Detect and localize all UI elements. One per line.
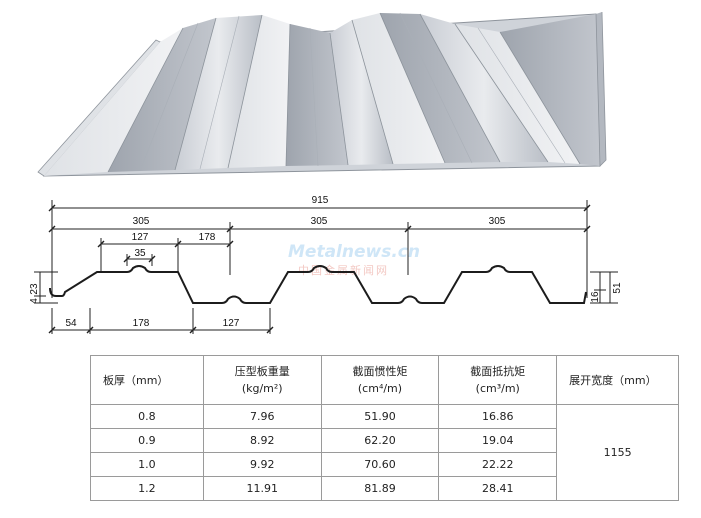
watermark-brand: Metalnews.cn bbox=[288, 242, 420, 262]
dim-right-51: 51 bbox=[612, 282, 623, 294]
header-modulus: 截面抵抗矩 (cm³/m) bbox=[438, 355, 558, 405]
cell-modulus: 16.86 bbox=[438, 404, 558, 429]
dim-bottom-3: 127 bbox=[223, 318, 240, 329]
dim-overall: 915 bbox=[312, 195, 329, 206]
dim-bottom-2: 178 bbox=[133, 318, 150, 329]
cell-thickness: 1.0 bbox=[90, 452, 204, 477]
dim-valley-top: 178 bbox=[199, 232, 216, 243]
steel-deck-sheet-image bbox=[37, 11, 607, 177]
dim-pitch-1: 305 bbox=[133, 216, 150, 227]
dim-pitch-3: 305 bbox=[489, 216, 506, 227]
spec-table: 板厚（mm） 压型板重量 (kg/m²) 截面惯性矩 (cm⁴/m) 截面抵抗矩… bbox=[90, 355, 679, 501]
cell-inertia: 70.60 bbox=[320, 452, 440, 477]
dim-rib-top: 127 bbox=[132, 232, 149, 243]
cell-thickness: 1.2 bbox=[90, 476, 204, 501]
cell-unfolded-width: 1155 bbox=[556, 404, 679, 501]
cell-weight: 8.92 bbox=[202, 428, 322, 453]
cell-modulus: 28.41 bbox=[438, 476, 558, 501]
table-header-row: 板厚（mm） 压型板重量 (kg/m²) 截面惯性矩 (cm⁴/m) 截面抵抗矩… bbox=[90, 355, 679, 405]
dim-left-4: 4 bbox=[29, 298, 40, 304]
dim-bottom-1: 54 bbox=[65, 318, 77, 329]
header-inertia: 截面惯性矩 (cm⁴/m) bbox=[320, 355, 440, 405]
header-width: 展开宽度（mm） bbox=[556, 355, 679, 405]
cell-thickness: 0.9 bbox=[90, 428, 204, 453]
header-weight: 压型板重量 (kg/m²) bbox=[202, 355, 322, 405]
cell-weight: 7.96 bbox=[202, 404, 322, 429]
cell-inertia: 81.89 bbox=[320, 476, 440, 501]
dim-right-16: 16 bbox=[590, 291, 601, 303]
section-drawing: Metalnews.cn 中国金属新闻网 bbox=[29, 195, 623, 334]
dim-rib-groove: 35 bbox=[134, 248, 146, 259]
cell-modulus: 22.22 bbox=[438, 452, 558, 477]
cell-thickness: 0.8 bbox=[90, 404, 204, 429]
cell-inertia: 51.90 bbox=[320, 404, 440, 429]
cell-weight: 11.91 bbox=[202, 476, 322, 501]
cell-inertia: 62.20 bbox=[320, 428, 440, 453]
table-row: 0.8 7.96 51.90 16.86 1155 bbox=[90, 404, 679, 501]
cell-modulus: 19.04 bbox=[438, 428, 558, 453]
cell-weight: 9.92 bbox=[202, 452, 322, 477]
table-row: 1.2 11.91 81.89 28.41 bbox=[90, 476, 679, 501]
header-thickness: 板厚（mm） bbox=[90, 355, 204, 405]
dim-pitch-2: 305 bbox=[311, 216, 328, 227]
dim-left-23: 23 bbox=[29, 283, 40, 295]
profile-outline bbox=[49, 265, 587, 304]
